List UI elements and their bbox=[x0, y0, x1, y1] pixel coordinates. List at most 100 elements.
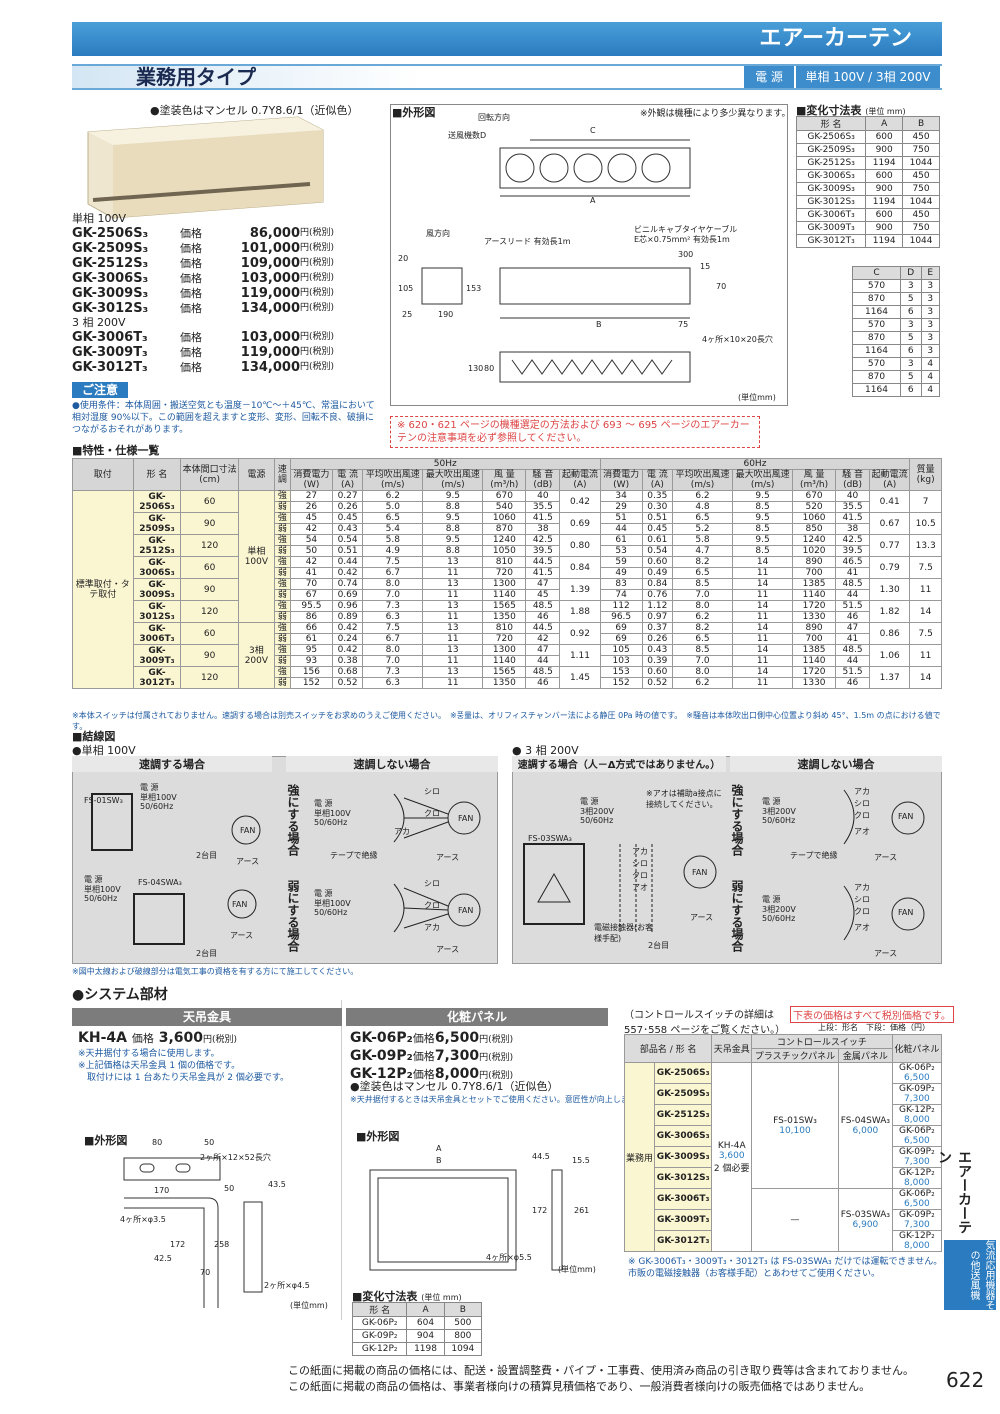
table-cell: 600 bbox=[865, 169, 904, 183]
speed-cell: 弱 bbox=[273, 545, 291, 557]
spec-cell: 0.74 bbox=[331, 578, 364, 590]
panel-price: 6,500 bbox=[434, 1030, 480, 1046]
spec-cell: 44 bbox=[525, 655, 561, 667]
spec-cell: 6.2 bbox=[671, 611, 734, 623]
model-price: 103,000 bbox=[240, 330, 300, 345]
hdim-70: 70 bbox=[200, 1268, 211, 1277]
price-word: 価格 bbox=[412, 1032, 435, 1045]
table-cell: 904 bbox=[406, 1329, 445, 1343]
panel-model: GK-12P₂ bbox=[350, 1066, 413, 1082]
spec-subheader: 電 流(A) bbox=[641, 469, 673, 491]
model-name: GK-2506S₃ bbox=[72, 226, 149, 241]
panel-unit: (単位mm) bbox=[558, 1265, 596, 1274]
spec-cell: 0.89 bbox=[331, 611, 364, 623]
hanger-model: KH-4A bbox=[78, 1030, 127, 1046]
spec-cell: 47 bbox=[525, 578, 561, 590]
ctrl-mount: 業務用 bbox=[624, 1062, 655, 1252]
spec-cell: 14 bbox=[732, 556, 794, 568]
sw1-label: FS-01SW₃ bbox=[84, 796, 123, 805]
control-table: 部品名 / 形 名天吊金具コントロールスイッチ化粧パネルプラスチックパネル金属パ… bbox=[623, 1034, 943, 1252]
table-cell: 600 bbox=[865, 208, 904, 222]
spec-header: 質量(kg) bbox=[909, 458, 942, 491]
sw3-label: FS-03SWA₃ bbox=[528, 834, 572, 843]
spec-cell: 6.5 bbox=[671, 512, 734, 524]
spec-cell: 720 bbox=[482, 567, 527, 579]
spec-cell: 1300 bbox=[482, 644, 527, 656]
spec-cell: 850 bbox=[792, 523, 837, 535]
model-price: 134,000 bbox=[240, 360, 300, 375]
price-word: 価格 bbox=[180, 257, 202, 270]
spec-cell: 11 bbox=[732, 655, 794, 667]
speed-cell: 弱 bbox=[273, 523, 291, 535]
w6-aka: アカ bbox=[854, 787, 870, 796]
table-cell: GK-2506S₃ bbox=[795, 130, 867, 144]
table-cell: 870 bbox=[852, 292, 901, 306]
w3-aka: アカ bbox=[394, 827, 410, 836]
w4-aka: アカ bbox=[424, 923, 440, 932]
size-table-label: ■変化寸法表 (単位 mm) bbox=[796, 102, 906, 118]
spec-subheader: 起動電流(A) bbox=[559, 469, 601, 491]
wiring-three-label: ● 3 相 200V bbox=[512, 744, 579, 757]
hdim-80: 80 bbox=[152, 1138, 163, 1147]
spec-cell: 40 bbox=[525, 490, 561, 502]
table-cell: 4 bbox=[920, 383, 941, 397]
panel-drawing bbox=[369, 1169, 563, 1271]
tax-note: 下表の価格はすべて税別価格です。 bbox=[790, 1006, 954, 1023]
side-tab[interactable]: 気流応用機器その他送風機 bbox=[944, 1240, 996, 1310]
single-phase-label: 単相 100V bbox=[72, 212, 127, 225]
spec-cell: 59 bbox=[599, 556, 643, 568]
power-value: 単相 100V / 3相 200V bbox=[796, 66, 940, 88]
ctrl-header: コントロールスイッチ bbox=[751, 1034, 893, 1049]
hdim-50b: 50 bbox=[224, 1184, 235, 1193]
spec-subheader: 平均吹出風速(m/s) bbox=[362, 469, 424, 491]
speed-cell: 強 bbox=[273, 600, 291, 612]
spec-cell: 44.5 bbox=[525, 622, 561, 634]
w4-supply: 電 源 bbox=[314, 889, 333, 898]
spec-cell: 112 bbox=[599, 600, 643, 612]
outline-unit: (単位mm) bbox=[738, 393, 776, 402]
spec-cell: 93 bbox=[289, 655, 333, 667]
spec-cell: 41 bbox=[835, 567, 871, 579]
model-price: 119,000 bbox=[240, 286, 300, 301]
panel-model: GK-06P₂ bbox=[350, 1030, 413, 1046]
spec-cell: 51.5 bbox=[835, 666, 871, 678]
pdim-hole: 4ヶ所×φ5.5 bbox=[486, 1253, 532, 1262]
tax-label: 円(税別) bbox=[300, 273, 335, 283]
spec-cell: 41 bbox=[289, 567, 333, 579]
w5-ao: アオ bbox=[632, 883, 648, 892]
spec-cell: 870 bbox=[482, 523, 527, 535]
ctrl-panel-model: GK-06P₂ bbox=[899, 1126, 935, 1136]
panel-note: ※天井据付するときは天吊金具とセットでご使用ください。意匠性が向上します。 bbox=[350, 1095, 644, 1104]
spec-cell: 1720 bbox=[792, 600, 837, 612]
spec-subheader: 騒 音(dB) bbox=[525, 469, 561, 491]
hanger-notes: ※天井据付する場合に使用します。 ※上記価格は天吊金具 1 個の価格です。 取付… bbox=[78, 1048, 289, 1084]
spec-cell: 35.5 bbox=[835, 501, 871, 513]
model-name: GK-2512S₃ bbox=[72, 256, 149, 271]
price-word: 価格 bbox=[180, 361, 202, 374]
spec-cell: 0.60 bbox=[641, 666, 673, 678]
w5-earth: アース bbox=[690, 913, 714, 922]
w7-fan: FAN bbox=[898, 908, 914, 917]
wiring-label: ■結線図 bbox=[72, 730, 116, 743]
pdim-261: 261 bbox=[574, 1206, 590, 1215]
hanger-tax: 円(税別) bbox=[203, 1035, 238, 1045]
